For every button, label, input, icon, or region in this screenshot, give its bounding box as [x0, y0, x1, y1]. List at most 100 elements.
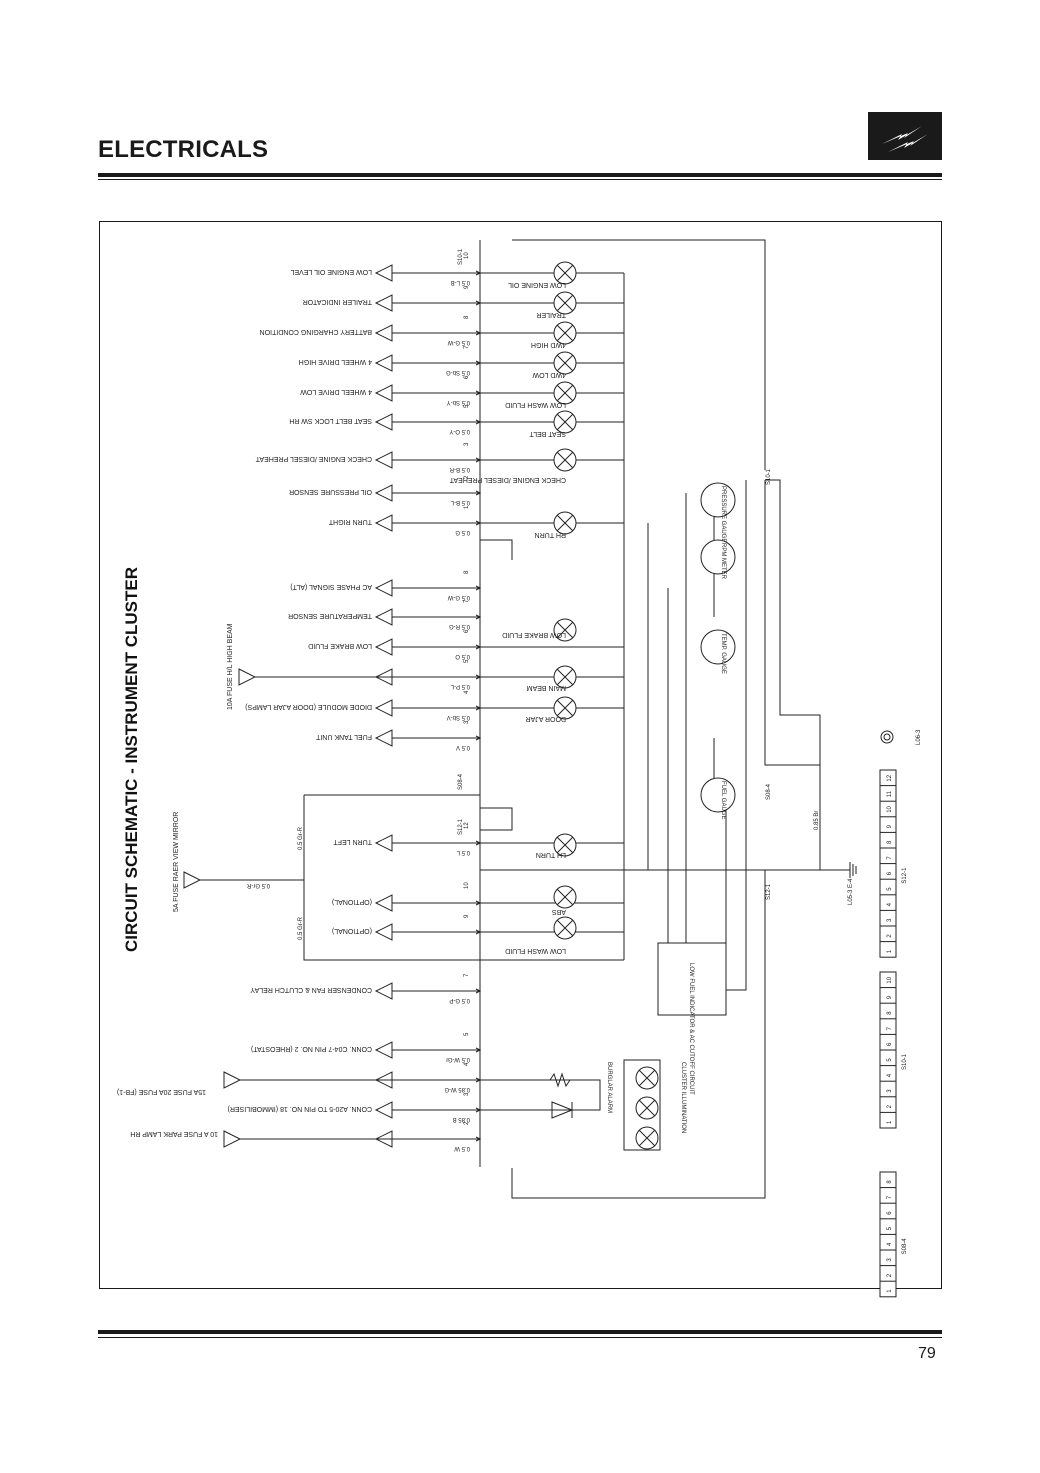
indicator-lamp-icon	[553, 448, 577, 472]
wire-code: 0.5 G-W	[447, 594, 470, 600]
indicator-lamp-icon	[553, 410, 577, 434]
output-arrow	[374, 579, 393, 597]
connector-tag: S08-4	[458, 773, 464, 790]
illumination-lamp-icon	[635, 1126, 659, 1150]
output-arrow	[374, 324, 393, 342]
pin-label: 4	[887, 1242, 893, 1246]
output-arrow	[374, 729, 393, 747]
indicator-lamp-icon	[553, 696, 577, 720]
fuse-input: 15A FUSE 20A FUSE (FB-1)	[117, 1071, 480, 1095]
output-label: LOW BRAKE FLUID	[308, 642, 372, 649]
indicator-lamp-icon	[553, 916, 577, 940]
output-arrow	[374, 294, 393, 312]
output-label: 4 WHEEL DRIVE HIGH	[299, 358, 372, 365]
indicator-lamp-icon	[553, 511, 577, 535]
connector-tag: S08-4	[766, 783, 772, 800]
wire-code: 0.5 O	[455, 653, 470, 659]
page-number: 79	[918, 1345, 936, 1362]
lamp-label: LOW WASH FLUID	[505, 401, 566, 408]
pin-block-name: S08-4	[902, 1238, 908, 1255]
output-row: (OPTIONAL)9	[332, 914, 624, 941]
output-row: SEAT BELT LOCK SW RH0.5 O-Y5	[289, 404, 624, 434]
header-rule-thin	[98, 179, 942, 180]
indicator-lamp-icon	[553, 885, 577, 909]
indicator-lamp-icon	[553, 291, 577, 315]
output-arrow	[374, 514, 393, 532]
output-row: AC PHASE SIGNAL (ALT)0.5 G-W8	[290, 570, 482, 600]
lamp-label: SEAT BELT	[529, 430, 566, 437]
pin-label: 8	[887, 1011, 893, 1015]
output-arrow	[374, 834, 393, 852]
output-arrow	[374, 923, 393, 941]
schematic-title: CIRCUIT SCHEMATIC - INSTRUMENT CLUSTER	[122, 567, 141, 952]
output-label: 4 WHEEL DRIVE LOW	[300, 388, 372, 395]
connector-tag: S12-1	[458, 818, 464, 835]
pin-label: 11	[887, 790, 893, 797]
schematic-frame	[99, 221, 942, 1289]
output-arrow	[374, 264, 393, 282]
wiring	[303, 239, 850, 1199]
wire-code: 0.5 O-Y	[449, 428, 470, 434]
pin-number: 9	[464, 285, 470, 289]
fuse-label: 5A FUSE RAER VIEW MIRROR	[173, 812, 180, 912]
pin-number: 8	[464, 570, 470, 574]
fuse-input: 10A FUSE H/L HIGH BEAM	[227, 623, 480, 710]
output-arrow	[374, 894, 393, 912]
output-arrow	[374, 451, 393, 469]
pin-number: 5	[464, 404, 470, 408]
gauge-label: PRESSURE GAUGE	[720, 486, 726, 542]
lamp-label: LOW ENGINE OIL	[508, 281, 566, 288]
ground-ring-icon	[880, 730, 894, 744]
pin-number: 12	[464, 822, 470, 829]
wire-code: 0.5 Sb-G	[446, 369, 470, 375]
output-arrow	[374, 699, 393, 717]
indicator-lamp-icon	[553, 618, 577, 642]
output-row: (OPTIONAL)10	[332, 882, 624, 912]
fuse-arrow-icon	[238, 668, 257, 686]
indicator-lamp-icon	[553, 665, 577, 689]
lamp-label: RH TURN	[535, 531, 566, 538]
output-label: TEMPERATURE SENSOR	[288, 612, 372, 619]
output-row: CONN. A20-5 TO PIN NO. 18 (IMMOBILISER)0…	[228, 1092, 482, 1122]
fuse-arrow-icon	[223, 1071, 242, 1089]
pin-number: 6	[464, 375, 470, 379]
page-title: ELECTRICALS	[98, 136, 269, 163]
connector-tag: L06-3	[916, 729, 922, 745]
pin-number: 5	[464, 659, 470, 663]
wire-code: 0.5 B-R	[449, 466, 470, 472]
connector-tag: S12-1	[766, 883, 772, 900]
fuse-arrow-icon	[223, 1130, 242, 1148]
pin-label: 12	[887, 774, 893, 781]
gauge: FUEL GAUGE	[700, 777, 736, 819]
output-label: DIODE MODULE (DOOR AJAR LAMPS)	[245, 703, 372, 710]
fuse-input: 5A FUSE RAER VIEW MIRROR	[173, 812, 304, 912]
gauge-label: FUEL GAUGE	[720, 781, 726, 819]
output-row: 0.85 W-G4	[374, 1062, 482, 1092]
fuse-input: 10 A FUSE PARK LAMP RH	[130, 1130, 480, 1148]
pin-block-name: S10-1	[902, 1053, 908, 1070]
output-row: CHECK ENGINE /DIESEL PREHEAT 0.5 B-R 3	[255, 442, 624, 472]
output-label: CHECK ENGINE /DIESEL PREHEAT	[255, 455, 372, 462]
pin-label: 5	[887, 1058, 893, 1062]
lamp-label: TRAILER	[536, 311, 566, 318]
pin-number: 3	[464, 442, 470, 446]
pin-number: 8	[464, 315, 470, 319]
gauge-label: TEMP. GAUGE	[720, 633, 726, 674]
misc-labels: 0.5 Gr-R0.5 Gr-R0.5 Gr-R0.85 BrS10-1S08-…	[246, 248, 922, 1150]
fuse-label: 10 A FUSE PARK LAMP RH	[130, 1130, 218, 1137]
gauge: RPM METER	[700, 539, 736, 580]
lamp-label: CHECK ENGINE /DIESEL PREHEAT	[449, 476, 566, 483]
lamp-label: DOOR AJAR	[526, 715, 566, 722]
pin-label: 9	[887, 824, 893, 828]
pin-label: 2	[887, 1273, 893, 1277]
pin-number: 10	[464, 882, 470, 889]
